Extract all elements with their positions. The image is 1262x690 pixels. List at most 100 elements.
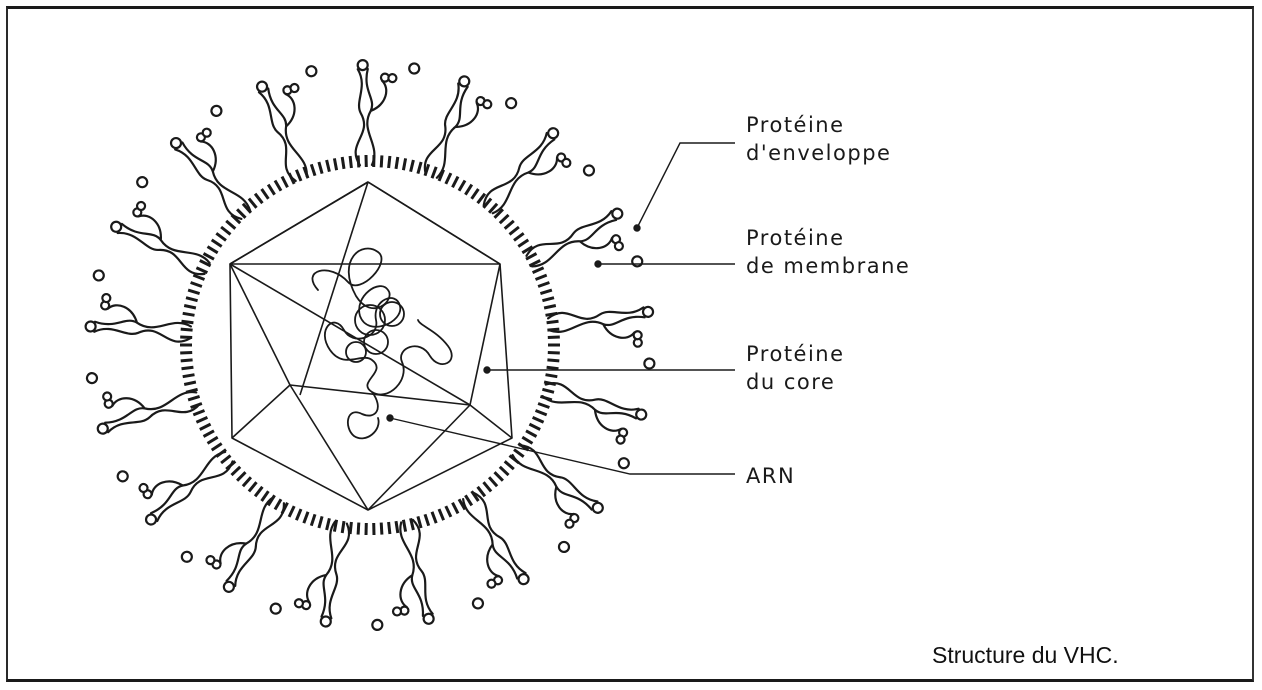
envelope-spike bbox=[269, 513, 332, 622]
core-protein-label: Protéine du core bbox=[746, 340, 845, 396]
membrane-leader-dot bbox=[595, 261, 601, 267]
capsid-edge bbox=[290, 385, 368, 510]
membrane-dash bbox=[282, 177, 288, 188]
membrane-dash bbox=[548, 353, 560, 354]
membrane-dash bbox=[540, 396, 552, 400]
membrane-dash bbox=[319, 516, 322, 528]
membrane-dash bbox=[226, 461, 235, 469]
membrane-dash bbox=[226, 221, 235, 229]
membrane-dash bbox=[342, 521, 344, 533]
membrane-dash bbox=[183, 313, 195, 315]
membrane-dash bbox=[425, 514, 429, 525]
envelope-spike bbox=[299, 519, 351, 628]
rna-leader-line bbox=[390, 418, 735, 474]
membrane-dash bbox=[181, 360, 193, 361]
membrane-dash bbox=[216, 233, 226, 240]
membrane-dash bbox=[536, 275, 547, 279]
membrane-dash bbox=[232, 467, 241, 475]
membrane-dash bbox=[221, 227, 230, 234]
lipid-membrane bbox=[180, 155, 560, 535]
membrane-dash bbox=[249, 482, 257, 491]
membrane-dash bbox=[453, 503, 459, 514]
membrane-dash bbox=[304, 167, 308, 178]
membrane-dash bbox=[182, 321, 194, 323]
membrane-dash bbox=[193, 411, 204, 415]
membrane-dash bbox=[538, 404, 549, 408]
envelope-label-line2: d'enveloppe bbox=[746, 139, 891, 167]
membrane-dash bbox=[396, 157, 398, 169]
membrane-dash bbox=[296, 509, 301, 520]
capsid-edge bbox=[368, 182, 500, 264]
envelope-spike bbox=[131, 437, 235, 530]
membrane-dash bbox=[237, 472, 245, 481]
membrane-dash bbox=[518, 240, 528, 247]
membrane-dash bbox=[255, 194, 262, 204]
membrane-dash bbox=[522, 437, 532, 443]
membrane-dash bbox=[459, 181, 465, 191]
membrane-dash bbox=[268, 185, 274, 195]
membrane-dash bbox=[465, 185, 471, 195]
membrane-dash bbox=[446, 506, 451, 517]
membrane-dash bbox=[296, 170, 301, 181]
membrane-dash bbox=[505, 461, 514, 469]
membrane-dash bbox=[255, 487, 262, 497]
membrane-dash bbox=[381, 155, 382, 167]
membrane-dash bbox=[529, 424, 540, 429]
membrane-dash bbox=[191, 283, 202, 287]
membrane-dash bbox=[453, 177, 459, 188]
membrane-dash bbox=[208, 247, 218, 253]
membrane-dash bbox=[418, 162, 421, 174]
membrane-dash bbox=[186, 298, 198, 301]
membrane-dash bbox=[204, 431, 215, 437]
membrane-dash bbox=[484, 482, 492, 491]
membrane-dash bbox=[184, 382, 196, 385]
membrane-dash bbox=[381, 523, 382, 535]
membrane-dash bbox=[262, 189, 269, 199]
rna-strand bbox=[312, 249, 451, 439]
capsid-edge bbox=[300, 182, 368, 395]
membrane-dash bbox=[212, 240, 222, 247]
core-label-line2: du core bbox=[746, 368, 845, 396]
membrane-dash bbox=[180, 337, 192, 338]
membrane-dash bbox=[505, 221, 514, 229]
membrane-dash bbox=[196, 417, 207, 422]
envelope-spike bbox=[287, 65, 337, 174]
membrane-dash bbox=[193, 275, 204, 279]
membrane-dash bbox=[533, 417, 544, 422]
envelope-spike bbox=[370, 524, 401, 630]
membrane-dash bbox=[180, 353, 192, 354]
envelope-leader-dot bbox=[634, 225, 640, 231]
capsid-edge bbox=[232, 385, 290, 438]
envelope-spike bbox=[435, 502, 502, 610]
capsid-edge bbox=[470, 264, 500, 405]
membrane-dash bbox=[249, 199, 257, 208]
membrane-dash bbox=[500, 467, 509, 475]
membrane-dash bbox=[289, 506, 294, 517]
rna-label: ARN bbox=[746, 462, 795, 490]
membrane-dash bbox=[538, 283, 549, 287]
membrane-dash bbox=[536, 411, 547, 415]
envelope-leader-line bbox=[637, 143, 735, 228]
membrane-label-line1: Protéine bbox=[746, 224, 910, 252]
membrane-dash bbox=[389, 522, 390, 534]
envelope-spike bbox=[383, 519, 439, 629]
membrane-protein-label: Protéine de membrane bbox=[746, 224, 910, 280]
membrane-dash bbox=[411, 160, 414, 172]
core-capsid bbox=[230, 182, 512, 510]
membrane-dash bbox=[191, 404, 202, 408]
envelope-spike bbox=[85, 300, 192, 342]
envelope-spike bbox=[538, 381, 648, 441]
capsid-edge bbox=[230, 264, 470, 405]
membrane-dash bbox=[547, 329, 559, 330]
membrane-dash bbox=[275, 181, 281, 191]
membrane-dash bbox=[327, 160, 330, 172]
membrane-dash bbox=[514, 233, 524, 240]
membrane-dash bbox=[432, 167, 436, 178]
membrane-dash bbox=[358, 155, 359, 167]
envelope-spike bbox=[88, 269, 197, 324]
membrane-label-line2: de membrane bbox=[746, 252, 910, 280]
envelope-spike bbox=[204, 487, 287, 595]
membrane-dash bbox=[188, 290, 200, 294]
envelope-protein-label: Protéine d'enveloppe bbox=[746, 111, 891, 167]
membrane-dash bbox=[358, 523, 359, 535]
